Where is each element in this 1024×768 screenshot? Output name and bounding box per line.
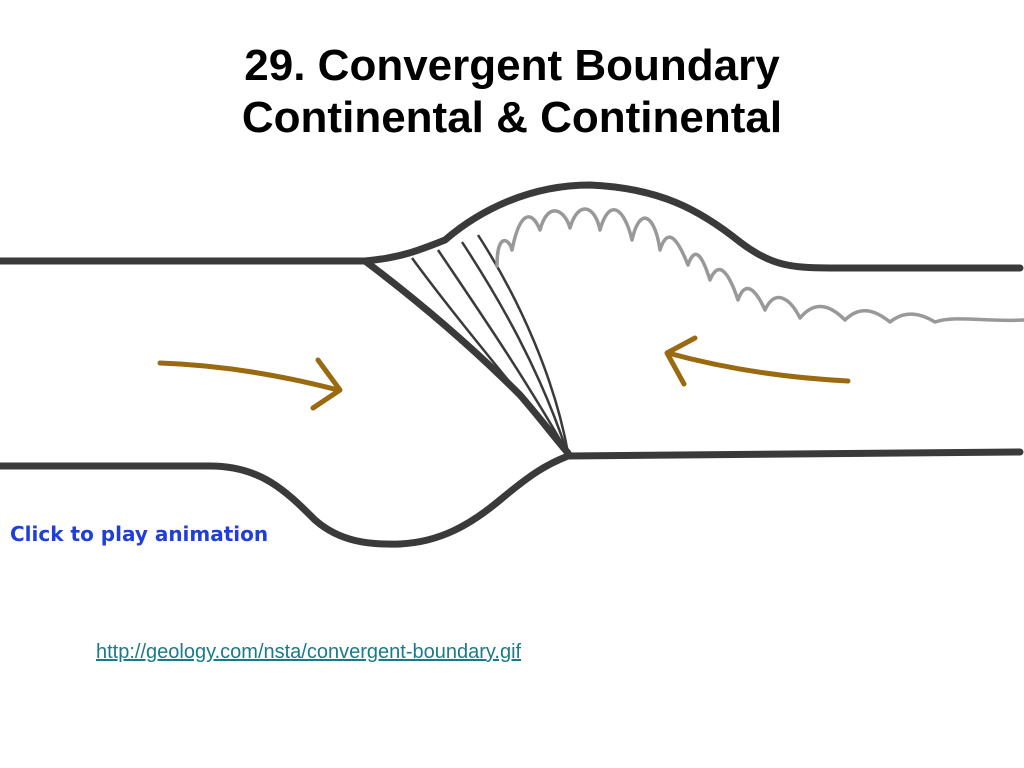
thrust-line-2 [436, 249, 568, 451]
mountain-ridge-outline [361, 181, 1024, 272]
left-plate-bottom-edge [0, 452, 572, 548]
source-link[interactable]: http://geology.com/nsta/convergent-bound… [96, 641, 522, 663]
title-line-1: 29. Convergent Boundary [244, 41, 780, 90]
right-plate-motion-arrow [664, 335, 851, 387]
collision-fault-line [361, 257, 572, 457]
slide-title: 29. Convergent Boundary Continental & Co… [0, 40, 1024, 144]
right-plate-bottom-edge [564, 448, 1024, 460]
thrust-line-1 [410, 257, 566, 451]
title-line-2: Continental & Continental [241, 93, 783, 142]
left-plate-motion-arrow [157, 357, 343, 411]
play-animation-button[interactable]: Click to play animation [10, 522, 269, 546]
convergent-boundary-diagram[interactable] [0, 170, 1024, 560]
thrust-line-3 [460, 241, 569, 453]
folded-rock-layer [495, 207, 1024, 324]
thrust-line-4 [476, 234, 570, 454]
